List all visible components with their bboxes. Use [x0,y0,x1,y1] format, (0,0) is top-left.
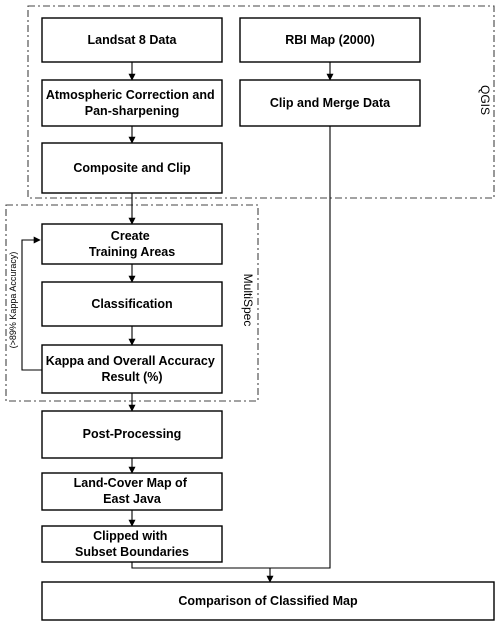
edge-feedback-kappa-training [21,236,42,371]
comparison-label: Comparison of Classified Map [178,594,358,608]
composite-label: Composite and Clip [73,161,191,175]
landsat-label: Landsat 8 Data [88,33,178,47]
postproc-box [41,410,223,459]
edge-clipped-comparison [131,562,270,569]
clipmerge-box [239,79,421,127]
classification-box [41,281,223,327]
training-label: Create Training Areas [89,229,175,259]
clipped-label: Clipped with Subset Boundaries [75,529,189,559]
postproc-label: Post-Processing [83,427,182,441]
qgis-label: QGIS [478,85,492,115]
edge-clipmerge-comparison [266,126,331,583]
rbi-label: RBI Map (2000) [285,33,375,47]
kappa-box [41,344,223,394]
clipped-box [41,525,223,563]
multispec-label: MultiSpec [241,274,255,327]
training-box [41,223,223,265]
qgis-group-frame [27,5,495,199]
rbi-box [239,17,421,63]
landsat-box [41,17,223,63]
clipmerge-label: Clip and Merge Data [270,96,391,110]
kappa-label: Kappa and Overall Accuracy Result (%) [46,354,219,384]
feedback-label: (>89% Kappa Accuracy) [8,252,18,349]
landcover-box [41,472,223,511]
atmos-box [41,79,223,127]
comparison-box [41,581,495,621]
landcover-label: Land-Cover Map of East Java [74,476,191,506]
classification-label: Classification [91,297,172,311]
composite-box [41,142,223,194]
atmos-label: Atmospheric Correction and Pan-sharpenin… [46,88,218,118]
